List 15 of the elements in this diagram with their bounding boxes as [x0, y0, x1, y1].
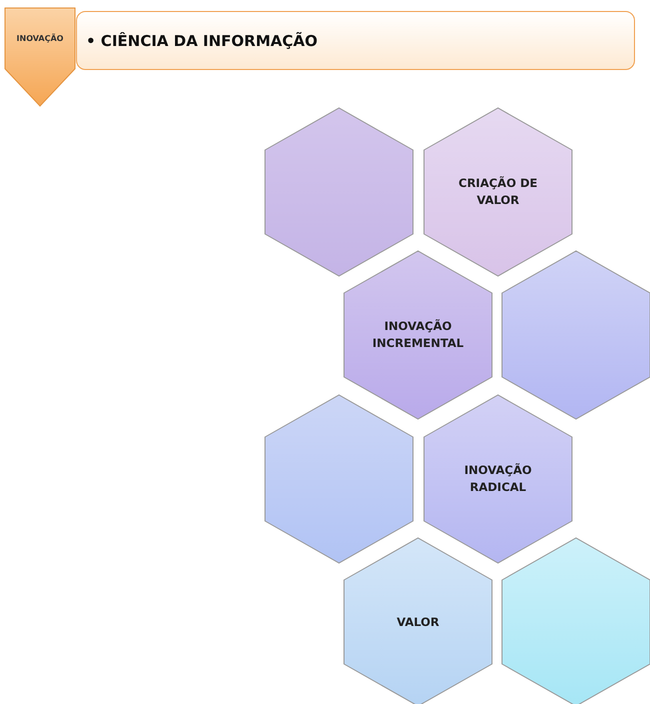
hexagon-tile [424, 108, 572, 276]
hexagon-tile [265, 108, 413, 276]
hexagon-tile [265, 395, 413, 563]
tile-label: INOVAÇÃO INCREMENTAL [371, 318, 465, 352]
hexagon-tile [344, 251, 492, 419]
hexagon-tile [502, 251, 650, 419]
bullet-text: • CIÊNCIA DA INFORMAÇÃO [86, 32, 318, 50]
tile-label: CRIAÇÃO DE VALOR [458, 175, 538, 209]
hexagon-tile [502, 538, 650, 704]
chevron-shape [5, 8, 75, 106]
hexagon-tile [344, 538, 492, 704]
hexagon-tile [424, 395, 572, 563]
tile-label: VALOR [396, 614, 440, 630]
chevron-label: INOVAÇÃO [16, 34, 64, 43]
tile-label: INOVAÇÃO RADICAL [463, 462, 533, 496]
